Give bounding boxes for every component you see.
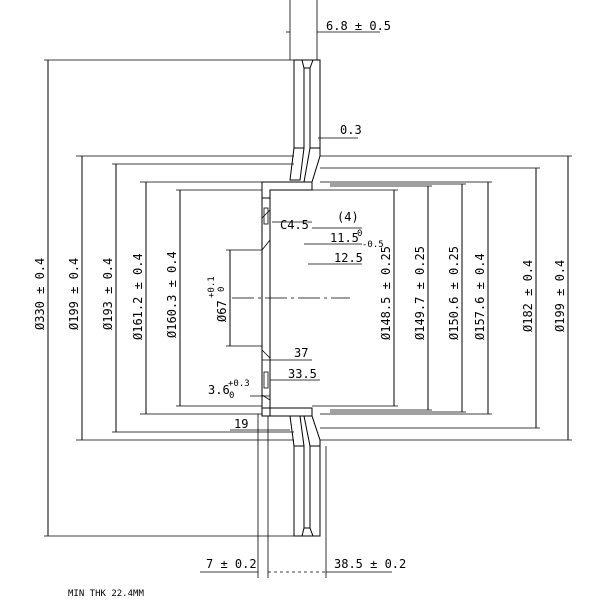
dim-d1576: Ø157.6 ± 0.4	[473, 253, 487, 340]
dimension-labels: 6.8 ± 0.5 0.3 (4) C4.5 11.5 0 -0.5 12.5 …	[206, 19, 406, 571]
center-line	[232, 0, 350, 299]
dim-d67-sup: +0.1	[207, 276, 217, 298]
dim-hub-wall: 3.6	[208, 383, 230, 397]
min-thickness-note: MIN THK 22.4MM	[68, 589, 144, 599]
dim-depth-115-sub: -0.5	[362, 240, 384, 250]
dim-d67-sub: 0	[217, 287, 227, 292]
dim-paren-four: (4)	[337, 210, 359, 224]
dim-d1603: Ø160.3 ± 0.4	[165, 251, 179, 338]
right-diameter-extensions	[312, 155, 572, 441]
left-diameter-extensions	[44, 59, 294, 537]
dim-depth-125: 12.5	[334, 251, 363, 265]
dim-d182: Ø182 ± 0.4	[521, 260, 535, 332]
dim-thickness: 6.8 ± 0.5	[326, 19, 391, 33]
dim-d1497: Ø149.7 ± 0.25	[413, 246, 427, 340]
dim-depth-335: 33.5	[288, 367, 317, 381]
dim-d330: Ø330 ± 0.4	[33, 258, 47, 330]
vertical-labels: Ø330 ± 0.4 Ø199 ± 0.4 Ø193 ± 0.4 Ø161.2 …	[33, 246, 567, 340]
dim-hub-wall-sup: +0.3	[228, 379, 250, 389]
dim-bottom-right: 38.5 ± 0.2	[334, 557, 406, 571]
dim-d1485: Ø148.5 ± 0.25	[379, 246, 393, 340]
dim-d199-left: Ø199 ± 0.4	[67, 258, 81, 330]
dim-d1612: Ø161.2 ± 0.4	[131, 253, 145, 340]
dim-d1506: Ø150.6 ± 0.25	[447, 246, 461, 340]
depth-leaders	[200, 31, 392, 578]
dim-19: 19	[234, 417, 248, 431]
dim-bottom-left: 7 ± 0.2	[206, 557, 257, 571]
dim-d67: Ø67	[215, 300, 229, 322]
dim-depth-115-sup: 0	[357, 229, 362, 239]
dim-d199-right: Ø199 ± 0.4	[553, 260, 567, 332]
dim-depth-37: 37	[294, 346, 308, 360]
dim-d193: Ø193 ± 0.4	[101, 258, 115, 330]
hub-inner-detail	[261, 207, 271, 401]
dim-hub-wall-sub: 0	[229, 391, 234, 401]
dim-chamfer: C4.5	[280, 218, 309, 232]
dim-step: 0.3	[340, 123, 362, 137]
dim-depth-115: 11.5	[330, 231, 359, 245]
disc-cross-section	[261, 59, 321, 537]
